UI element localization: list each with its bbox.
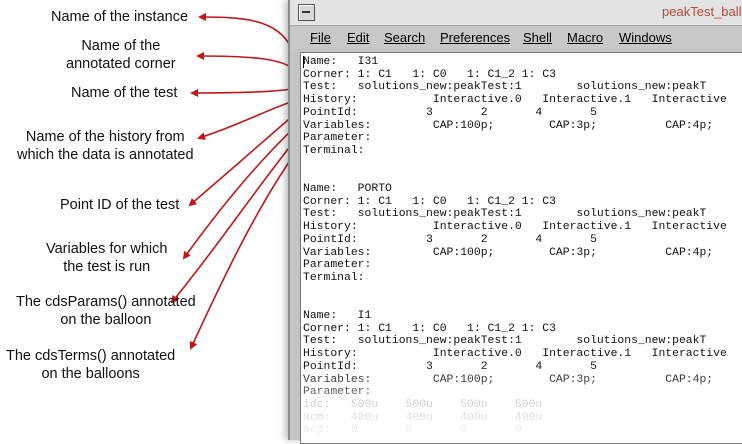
text-line: Corner: 1: C1 1: C0 1: C1_2 1: C3 xyxy=(303,195,556,208)
menu-file[interactable]: File xyxy=(310,30,331,45)
label-terminal-text: The cdsTerms() annotated on the balloons xyxy=(6,347,175,383)
arrow-corner xyxy=(196,52,298,73)
menu-shell[interactable]: Shell xyxy=(523,30,552,45)
text-line: PointId: 3 2 4 5 xyxy=(303,233,597,246)
annotation-line: which the data is annotated xyxy=(17,147,194,163)
window-title: peakTest_balloo xyxy=(662,4,742,19)
arrow-instance xyxy=(198,13,297,61)
label-variables: Variables for which the test is run xyxy=(46,240,167,276)
annotation-line: the test is run xyxy=(63,259,151,275)
text-line: Parameter: xyxy=(303,259,372,272)
label-corner-line: Name of the annotated corner xyxy=(66,37,176,73)
annotation-line: Name of the history from xyxy=(25,129,185,145)
text-line: Terminal: xyxy=(303,144,365,157)
text-line: Corner: 1: C1 1: C0 1: C1_2 1: C3 xyxy=(303,68,556,81)
annotation-line: annotated corner xyxy=(66,56,176,72)
text-line: PointId: 3 2 4 5 xyxy=(303,106,597,119)
text-line: Parameter: xyxy=(303,132,372,145)
text-cursor xyxy=(303,56,304,68)
bottom-fade xyxy=(301,363,742,443)
label-history: Name of the history from which the data i… xyxy=(17,128,194,164)
label-variables-text: Variables for which the test is run xyxy=(46,240,167,276)
annotation-line: Variables for which xyxy=(46,241,168,257)
blank-line xyxy=(303,158,727,171)
text-line: Name: PORTO xyxy=(303,183,392,196)
text-line: Name: I31 xyxy=(303,56,379,68)
menu-windows[interactable]: Windows xyxy=(619,30,672,45)
label-test: Name of the test xyxy=(71,85,178,101)
annotation-line: The cdsParams() annotated xyxy=(16,294,196,310)
balloon-text-window: peakTest_balloo File Edit Search Prefere… xyxy=(288,0,742,444)
window-menu-button[interactable] xyxy=(298,4,315,21)
menu-edit[interactable]: Edit xyxy=(347,30,370,45)
label-corner: Name of the annotated corner xyxy=(66,37,176,73)
arrow-history xyxy=(197,99,298,140)
label-corner-text: Name of the annotated corner xyxy=(66,37,176,73)
label-parameter-text: The cdsParams() annotated on the balloon xyxy=(16,293,196,329)
menu-bar: File Edit Search Preferences Shell Macro… xyxy=(290,27,742,49)
label-pointid: Point ID of the test xyxy=(60,197,180,213)
text-line: Terminal: xyxy=(303,271,365,284)
label-terminal: The cdsTerms() annotated on the balloons xyxy=(6,347,175,383)
menu-search[interactable]: Search xyxy=(384,30,426,45)
label-parameter: The cdsParams() annotated on the balloon xyxy=(16,293,196,329)
text-line: Corner: 1: C1 1: C0 1: C1_2 1: C3 xyxy=(303,322,556,335)
blank-line xyxy=(303,285,727,298)
label-instance: Name of the instance xyxy=(51,9,189,25)
text-line: Test: solutions_new:peakTest:1 solutions… xyxy=(303,208,707,221)
text-line: History: Interactive.0 Interactive.1 Int… xyxy=(303,221,727,234)
text-line: History: Interactive.0 Interactive.1 Int… xyxy=(303,94,727,107)
text-line: Variables: CAP:100p; CAP:3p; CAP:4p; xyxy=(303,119,714,132)
blank-line xyxy=(303,297,727,310)
annotation-line: The cdsTerms() annotated xyxy=(6,348,176,364)
annotation-line: on the balloons xyxy=(41,366,140,382)
blank-line xyxy=(303,170,727,183)
label-history-text: Name of the history from which the data i… xyxy=(17,128,194,164)
arrow-terminal xyxy=(189,151,297,350)
annotation-line: Name of the xyxy=(81,38,161,54)
arrow-test xyxy=(190,87,298,97)
menu-preferences[interactable]: Preferences xyxy=(440,30,511,45)
window-titlebar: peakTest_balloo xyxy=(290,0,742,26)
text-line: Variables: CAP:100p; CAP:3p; CAP:4p; xyxy=(303,246,714,259)
arrow-pointid xyxy=(188,112,297,207)
annotation-line: on the balloon xyxy=(60,312,152,328)
text-line: History: Interactive.0 Interactive.1 Int… xyxy=(303,348,727,361)
menu-macro[interactable]: Macro xyxy=(567,30,604,45)
arrow-variables xyxy=(182,125,297,260)
text-line: Test: solutions_new:peakTest:1 solutions… xyxy=(303,335,707,348)
text-line: Test: solutions_new:peakTest:1 solutions… xyxy=(303,81,707,94)
text-line: Name: I1 xyxy=(303,310,372,323)
